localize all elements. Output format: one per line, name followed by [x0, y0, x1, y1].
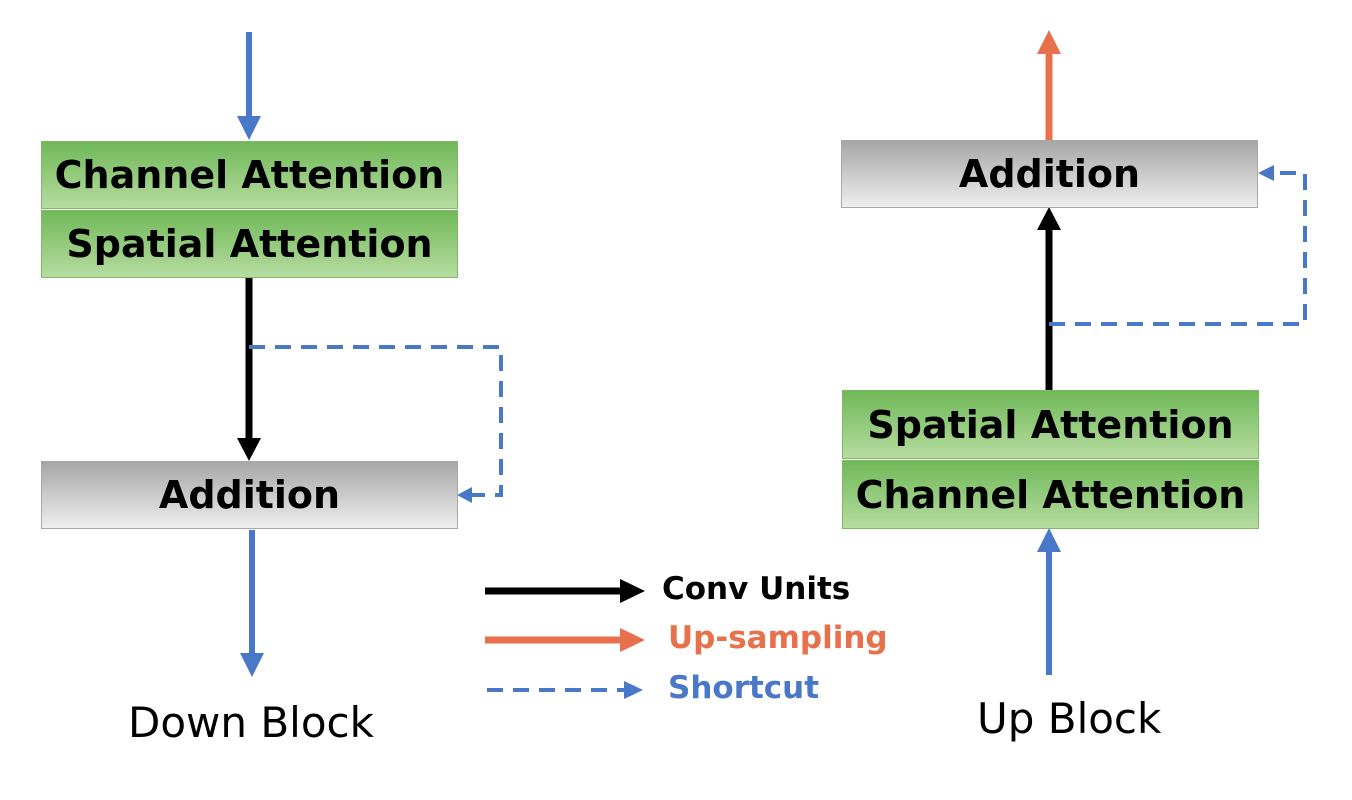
- up-channel-attention-label: Channel Attention: [855, 472, 1246, 517]
- down-addition-box: Addition: [41, 461, 458, 529]
- down-shortcut-arrow: [249, 345, 503, 503]
- legend-upsampling-arrow: [485, 628, 645, 652]
- up-shortcut-arrow: [1049, 165, 1307, 326]
- down-addition-label: Addition: [158, 473, 341, 517]
- down-channel-attention-label: Channel Attention: [54, 153, 445, 197]
- up-spatial-attention-label: Spatial Attention: [867, 402, 1234, 447]
- legend-up-sampling-label: Up-sampling: [668, 620, 888, 656]
- down-spatial-attention-box: Spatial Attention: [41, 210, 458, 278]
- down-block-caption: Down Block: [128, 698, 374, 747]
- up-addition-box: Addition: [841, 140, 1258, 208]
- down-spatial-attention-label: Spatial Attention: [66, 222, 433, 266]
- up-channel-attention-box: Channel Attention: [842, 460, 1259, 529]
- up-block-caption: Up Block: [977, 694, 1162, 743]
- down-conv-arrow: [237, 278, 261, 461]
- legend-shortcut-label: Shortcut: [668, 670, 820, 706]
- legend-conv-arrow: [485, 579, 645, 603]
- up-spatial-attention-box: Spatial Attention: [842, 390, 1259, 459]
- up-addition-label: Addition: [958, 152, 1141, 196]
- legend-conv-units-label: Conv Units: [662, 571, 851, 607]
- down-output-arrow: [240, 530, 264, 677]
- up-input-arrow: [1037, 528, 1061, 675]
- down-channel-attention-box: Channel Attention: [41, 141, 458, 209]
- up-output-arrow: [1037, 30, 1061, 140]
- up-conv-arrow: [1037, 207, 1061, 390]
- legend-shortcut-arrow: [487, 681, 643, 699]
- down-input-arrow: [237, 32, 261, 140]
